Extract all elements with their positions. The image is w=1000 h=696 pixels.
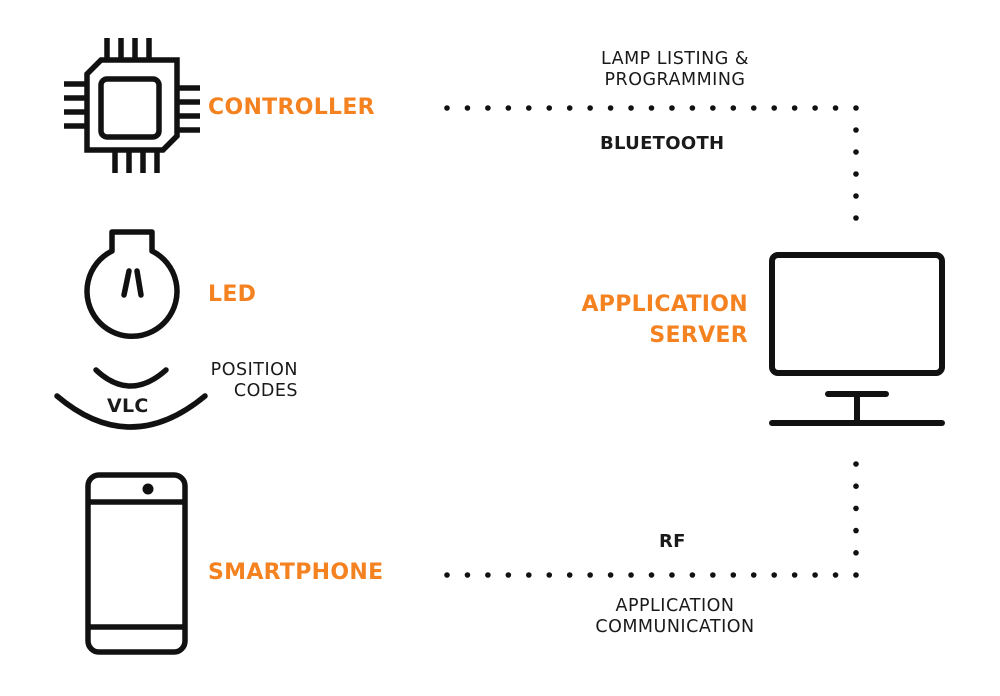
app-comm-line2: COMMUNICATION — [595, 617, 755, 637]
server-label-line1: APPLICATION — [581, 292, 748, 317]
connector-dot — [832, 105, 839, 111]
connector-dot — [750, 105, 757, 111]
signal-waves-icon — [54, 367, 208, 430]
connector-dot — [812, 105, 818, 111]
connector-dot — [546, 105, 553, 111]
connector-dot — [812, 572, 818, 578]
connector-dot — [566, 572, 573, 578]
smartphone-icon — [85, 472, 188, 655]
connector-dot — [485, 105, 491, 111]
connector-dot — [730, 572, 737, 578]
connector-dot — [485, 572, 491, 578]
connector-dot — [607, 105, 614, 111]
connector-dot — [505, 572, 512, 578]
connector-dot — [750, 572, 757, 578]
connector-dot — [710, 105, 716, 111]
connector-dot — [464, 105, 471, 111]
connector-dot — [853, 215, 859, 221]
monitor-icon — [769, 252, 945, 426]
connector-dot — [730, 105, 737, 111]
connector-dot — [628, 572, 634, 578]
application-communication-caption: APPLICATION COMMUNICATION — [560, 596, 790, 638]
connector-dot — [444, 572, 450, 578]
connector-dot — [771, 105, 777, 111]
connector-dot — [853, 105, 859, 111]
led-label: LED — [208, 282, 257, 307]
connector-dot — [689, 105, 696, 111]
rf-label: RF — [659, 531, 686, 552]
controller-label: CONTROLLER — [208, 95, 375, 120]
connector-dot — [791, 572, 798, 578]
connector-dot — [853, 505, 859, 512]
connector-dot — [710, 572, 716, 578]
connector-dot — [669, 572, 675, 578]
light-bulb-icon — [84, 229, 180, 340]
connector-dot — [853, 483, 859, 490]
smartphone-label: SMARTPHONE — [208, 560, 384, 585]
connector-dot — [526, 105, 532, 111]
connector-dot — [587, 105, 593, 111]
lamp-listing-line2: PROGRAMMING — [604, 70, 746, 90]
app-comm-line1: APPLICATION — [615, 596, 735, 616]
connector-dot — [853, 149, 859, 155]
connector-dot — [464, 572, 471, 578]
lamp-listing-line1: LAMP LISTING & — [600, 49, 750, 69]
server-label-line2: SERVER — [649, 323, 748, 348]
camera-dot-icon — [142, 483, 154, 495]
connector-dot — [853, 193, 859, 199]
connector-smartphone-server — [444, 461, 859, 578]
connector-dot — [566, 105, 573, 111]
connector-dot — [853, 550, 859, 556]
connector-dot — [587, 572, 593, 578]
position-codes-line1: POSITION — [210, 360, 298, 380]
connector-dot — [853, 527, 859, 534]
application-server-label: APPLICATION SERVER — [540, 289, 748, 351]
connector-dot — [853, 461, 859, 467]
connector-dot — [669, 105, 675, 111]
position-codes-line2: CODES — [233, 381, 298, 401]
connector-dot — [791, 105, 798, 111]
lamp-listing-caption: LAMP LISTING & PROGRAMMING — [560, 49, 790, 91]
connector-dot — [607, 572, 614, 578]
connector-dot — [648, 572, 655, 578]
microchip-icon — [64, 38, 200, 173]
connector-dot — [853, 127, 859, 133]
connector-dot — [505, 105, 512, 111]
bluetooth-label: BLUETOOTH — [600, 133, 725, 154]
connector-dot — [628, 105, 634, 111]
connector-dot — [546, 572, 553, 578]
connector-dot — [526, 572, 532, 578]
connector-dot — [853, 572, 859, 578]
connector-controller-server — [444, 105, 859, 221]
vlc-label: VLC — [107, 395, 149, 417]
connector-dot — [689, 572, 696, 578]
connector-dot — [648, 105, 655, 111]
connector-dot — [832, 572, 839, 578]
connector-dot — [771, 572, 777, 578]
connector-dot — [853, 171, 859, 177]
connector-dot — [444, 105, 450, 111]
position-codes-caption: POSITION CODES — [199, 360, 298, 402]
